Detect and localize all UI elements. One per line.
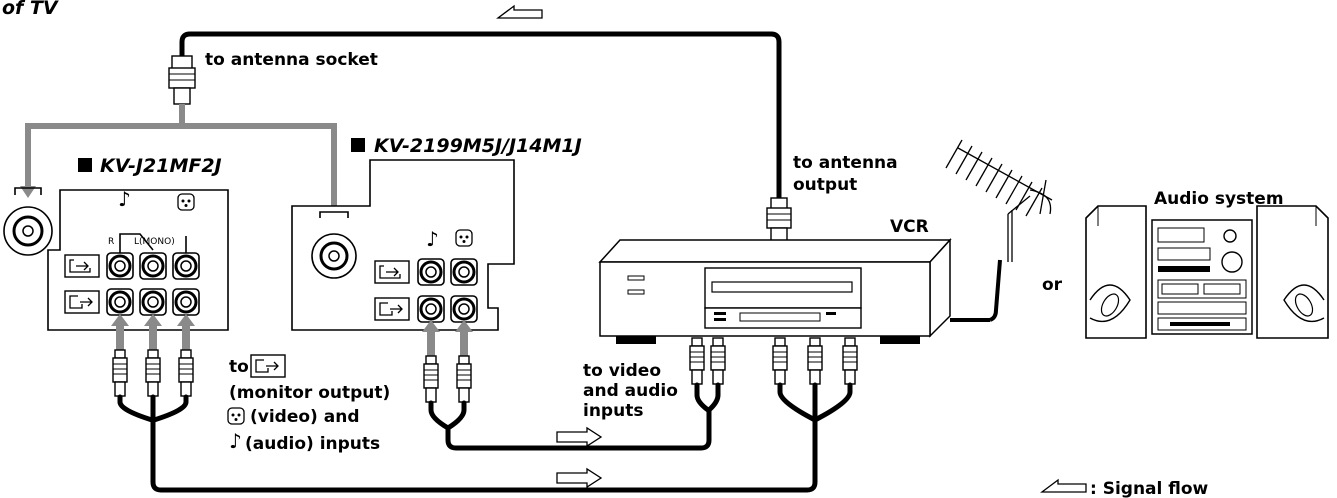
monitor-to-label: to bbox=[229, 357, 249, 377]
monitor-output-label: (monitor output) bbox=[229, 383, 390, 403]
antenna-output-label-2: output bbox=[793, 175, 857, 195]
svg-text:♪: ♪ bbox=[426, 227, 439, 251]
video-audio-label-2: and audio bbox=[583, 381, 678, 401]
center-plugs bbox=[423, 355, 472, 403]
antenna-socket-label: to antenna socket bbox=[205, 50, 378, 70]
signal-flow-arrow-mid bbox=[556, 427, 602, 447]
video-audio-label-1: to video bbox=[583, 361, 661, 381]
svg-text:♪: ♪ bbox=[118, 187, 131, 211]
vcr-input-plugs bbox=[689, 337, 726, 385]
audio-note-symbol: ♪ bbox=[229, 429, 242, 453]
signal-flow-legend: : Signal flow bbox=[1090, 479, 1209, 498]
vcr-output-plugs bbox=[772, 337, 858, 385]
left-tv-antenna-input bbox=[3, 187, 53, 256]
left-model-bullet bbox=[78, 158, 92, 172]
video-symbol bbox=[227, 407, 245, 425]
center-model-bullet bbox=[351, 138, 365, 152]
left-tv-panel: ♪ bbox=[47, 187, 229, 331]
video-audio-label-3: inputs bbox=[583, 401, 643, 421]
vcr-label: VCR bbox=[890, 217, 929, 237]
audio-system-device bbox=[1085, 205, 1329, 339]
center-tv-model: KV-2199M5J/J14M1J bbox=[374, 135, 582, 157]
audio-system-label: Audio system bbox=[1154, 189, 1284, 209]
jack-label-r: R bbox=[108, 237, 114, 247]
input-arrows bbox=[111, 314, 473, 356]
antenna-output-label-1: to antenna bbox=[793, 153, 898, 173]
or-label: or bbox=[1042, 275, 1063, 295]
center-tv-panel: ♪ bbox=[291, 159, 515, 331]
left-plugs bbox=[112, 349, 194, 397]
page-heading-fragment: of TV bbox=[2, 0, 59, 19]
audio-inputs-label: (audio) inputs bbox=[245, 434, 380, 454]
left-tv-model: KV-J21MF2J bbox=[100, 155, 222, 177]
antenna-connector bbox=[168, 55, 196, 105]
antenna-cable bbox=[179, 31, 782, 201]
vcr-device bbox=[598, 238, 952, 344]
monitor-output-symbol bbox=[250, 354, 286, 378]
audio-video-cables bbox=[117, 382, 853, 493]
outdoor-antenna bbox=[945, 139, 1053, 322]
signal-flow-legend-arrow bbox=[1041, 479, 1087, 493]
signal-flow-arrow-bottom bbox=[556, 468, 602, 488]
jack-label-l-mono: L(MONO) bbox=[134, 237, 175, 247]
video-inputs-label: (video) and bbox=[250, 407, 360, 427]
signal-flow-arrow-top bbox=[497, 5, 543, 19]
